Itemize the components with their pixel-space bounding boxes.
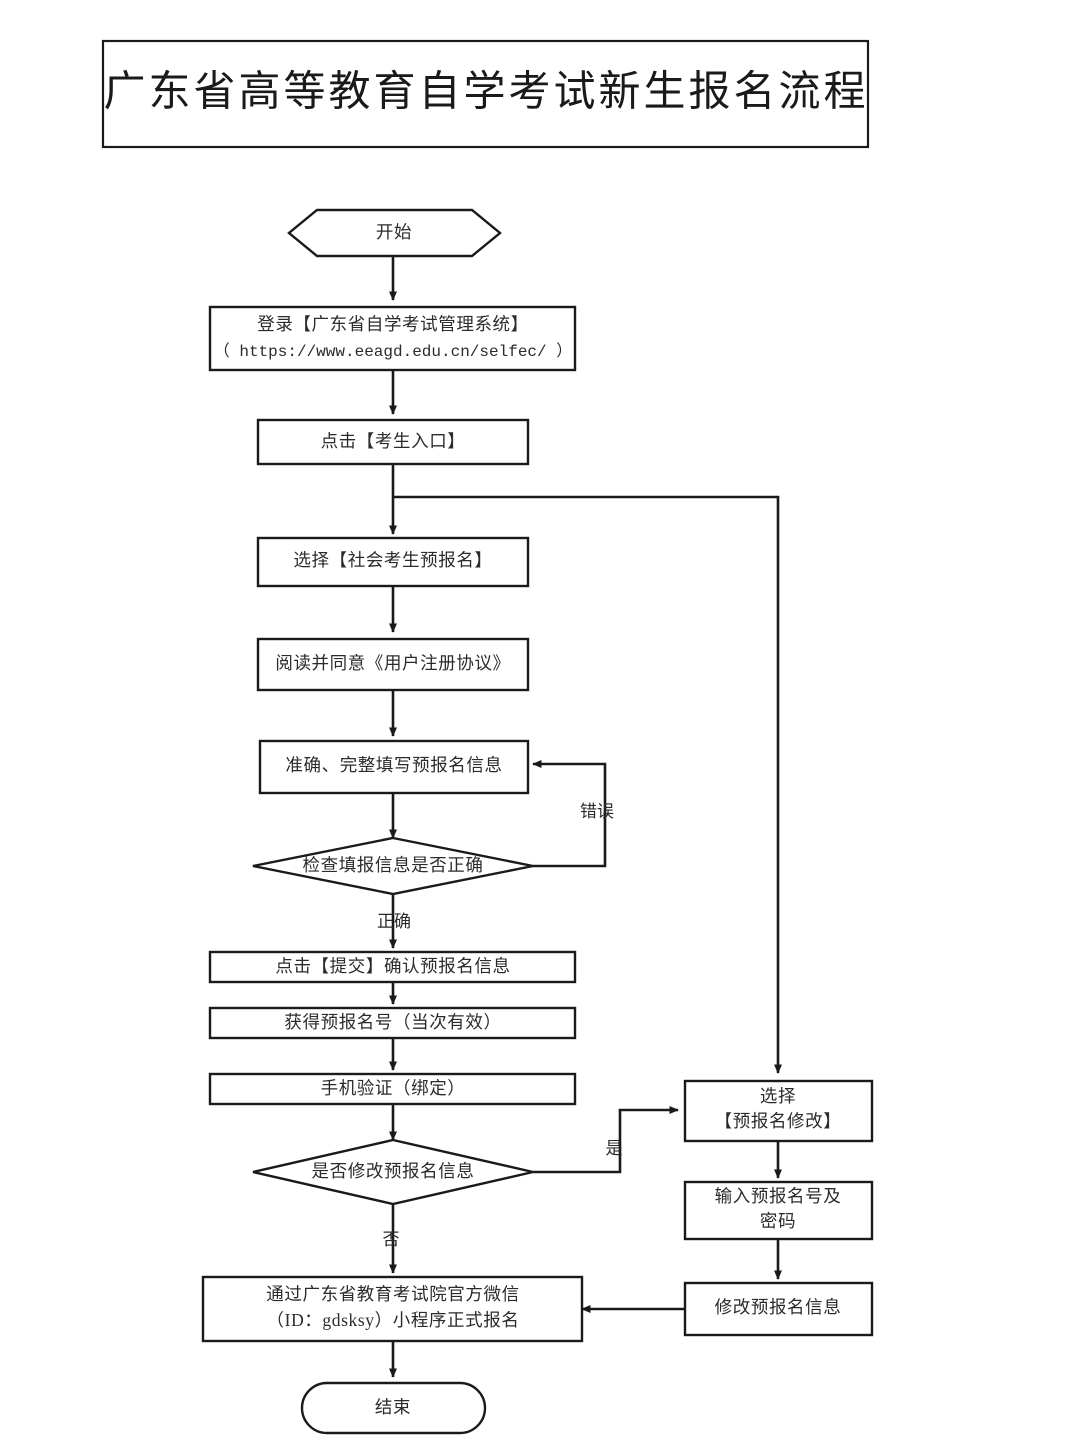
- modify-decision-label: 是否修改预报名信息: [312, 1161, 475, 1181]
- choose-preregister-label: 选择【社会考生预报名】: [293, 550, 492, 570]
- page-title: 广东省高等教育自学考试新生报名流程: [103, 69, 868, 116]
- node-phone-verify[interactable]: 手机验证（绑定）: [208, 1072, 577, 1106]
- title-box-border: [101, 39, 870, 149]
- node-agreement[interactable]: 阅读并同意《用户注册协议》: [256, 637, 530, 692]
- connector-layer: [389, 256, 782, 1378]
- edge-check-error-loop: [532, 760, 607, 868]
- check-info-label: 检查填报信息是否正确: [303, 855, 484, 875]
- edge-entry-to-modify-column: [393, 495, 782, 1074]
- start-hexagon-shape: [287, 208, 502, 258]
- node-fill-info[interactable]: 准确、完整填写预报名信息: [258, 739, 530, 795]
- fill-info-box-shape: [258, 739, 530, 795]
- edge-label-correct: 正确: [377, 912, 411, 931]
- edge-label-yes: 是: [606, 1139, 623, 1158]
- submit-label: 点击【提交】确认预报名信息: [275, 956, 510, 976]
- start-label: 开始: [376, 222, 412, 242]
- login-label-line1: 登录【广东省自学考试管理系统】: [257, 314, 529, 334]
- login-box-shape: [208, 305, 577, 372]
- node-do-modify[interactable]: 修改预报名信息: [683, 1281, 874, 1337]
- check-info-diamond-shape: [252, 836, 534, 896]
- phone-verify-box-shape: [208, 1072, 577, 1106]
- node-login[interactable]: 登录【广东省自学考试管理系统】 （ https://www.eeagd.edu.…: [208, 305, 577, 372]
- node-submit[interactable]: 点击【提交】确认预报名信息: [208, 950, 577, 984]
- node-input-number[interactable]: 输入预报名号及 密码: [683, 1180, 874, 1241]
- agreement-label: 阅读并同意《用户注册协议》: [275, 653, 510, 673]
- edge-decision-yes: [533, 1106, 679, 1174]
- node-end[interactable]: 结束: [300, 1381, 487, 1435]
- do-modify-label: 修改预报名信息: [715, 1297, 842, 1317]
- node-start[interactable]: 开始: [287, 208, 502, 258]
- choose-modify-line1: 选择: [760, 1086, 796, 1106]
- node-wechat-register[interactable]: 通过广东省教育考试院官方微信 （ID：gdsksy）小程序正式报名: [201, 1275, 584, 1343]
- get-number-box-shape: [208, 1006, 577, 1040]
- agreement-box-shape: [256, 637, 530, 692]
- node-choose-preregister[interactable]: 选择【社会考生预报名】: [256, 536, 530, 588]
- end-label: 结束: [375, 1397, 411, 1417]
- login-url: （ https://www.eeagd.edu.cn/selfec/ ）: [214, 342, 572, 361]
- choose-preregister-box-shape: [256, 536, 530, 588]
- entry-box-shape: [256, 418, 530, 466]
- phone-verify-label: 手机验证（绑定）: [321, 1078, 466, 1098]
- do-modify-box-shape: [683, 1281, 874, 1337]
- node-modify-decision[interactable]: 是否修改预报名信息: [252, 1138, 534, 1206]
- node-get-number[interactable]: 获得预报名号（当次有效）: [208, 1006, 577, 1040]
- edge-label-error: 错误: [580, 802, 614, 821]
- input-number-line2: 密码: [760, 1211, 796, 1231]
- get-number-label: 获得预报名号（当次有效）: [284, 1012, 501, 1032]
- node-choose-modify[interactable]: 选择 【预报名修改】: [683, 1079, 874, 1143]
- wechat-register-box-shape: [201, 1275, 584, 1343]
- title-box: 广东省高等教育自学考试新生报名流程: [101, 39, 870, 149]
- end-stadium-shape: [300, 1381, 487, 1435]
- node-entry[interactable]: 点击【考生入口】: [256, 418, 530, 466]
- wechat-register-line1: 通过广东省教育考试院官方微信: [266, 1284, 519, 1304]
- fill-info-label: 准确、完整填写预报名信息: [285, 755, 502, 775]
- input-number-box-shape: [683, 1180, 874, 1241]
- modify-decision-diamond-shape: [252, 1138, 534, 1206]
- submit-box-shape: [208, 950, 577, 984]
- edge-label-layer: 错误 正确 是 否: [377, 802, 623, 1249]
- choose-modify-line2: 【预报名修改】: [715, 1111, 842, 1131]
- input-number-line1: 输入预报名号及: [715, 1186, 842, 1206]
- wechat-register-line2: （ID：gdsksy）小程序正式报名: [267, 1310, 520, 1330]
- edge-label-no: 否: [383, 1230, 400, 1249]
- node-check-info[interactable]: 检查填报信息是否正确: [252, 836, 534, 896]
- entry-label: 点击【考生入口】: [321, 431, 466, 451]
- choose-modify-box-shape: [683, 1079, 874, 1143]
